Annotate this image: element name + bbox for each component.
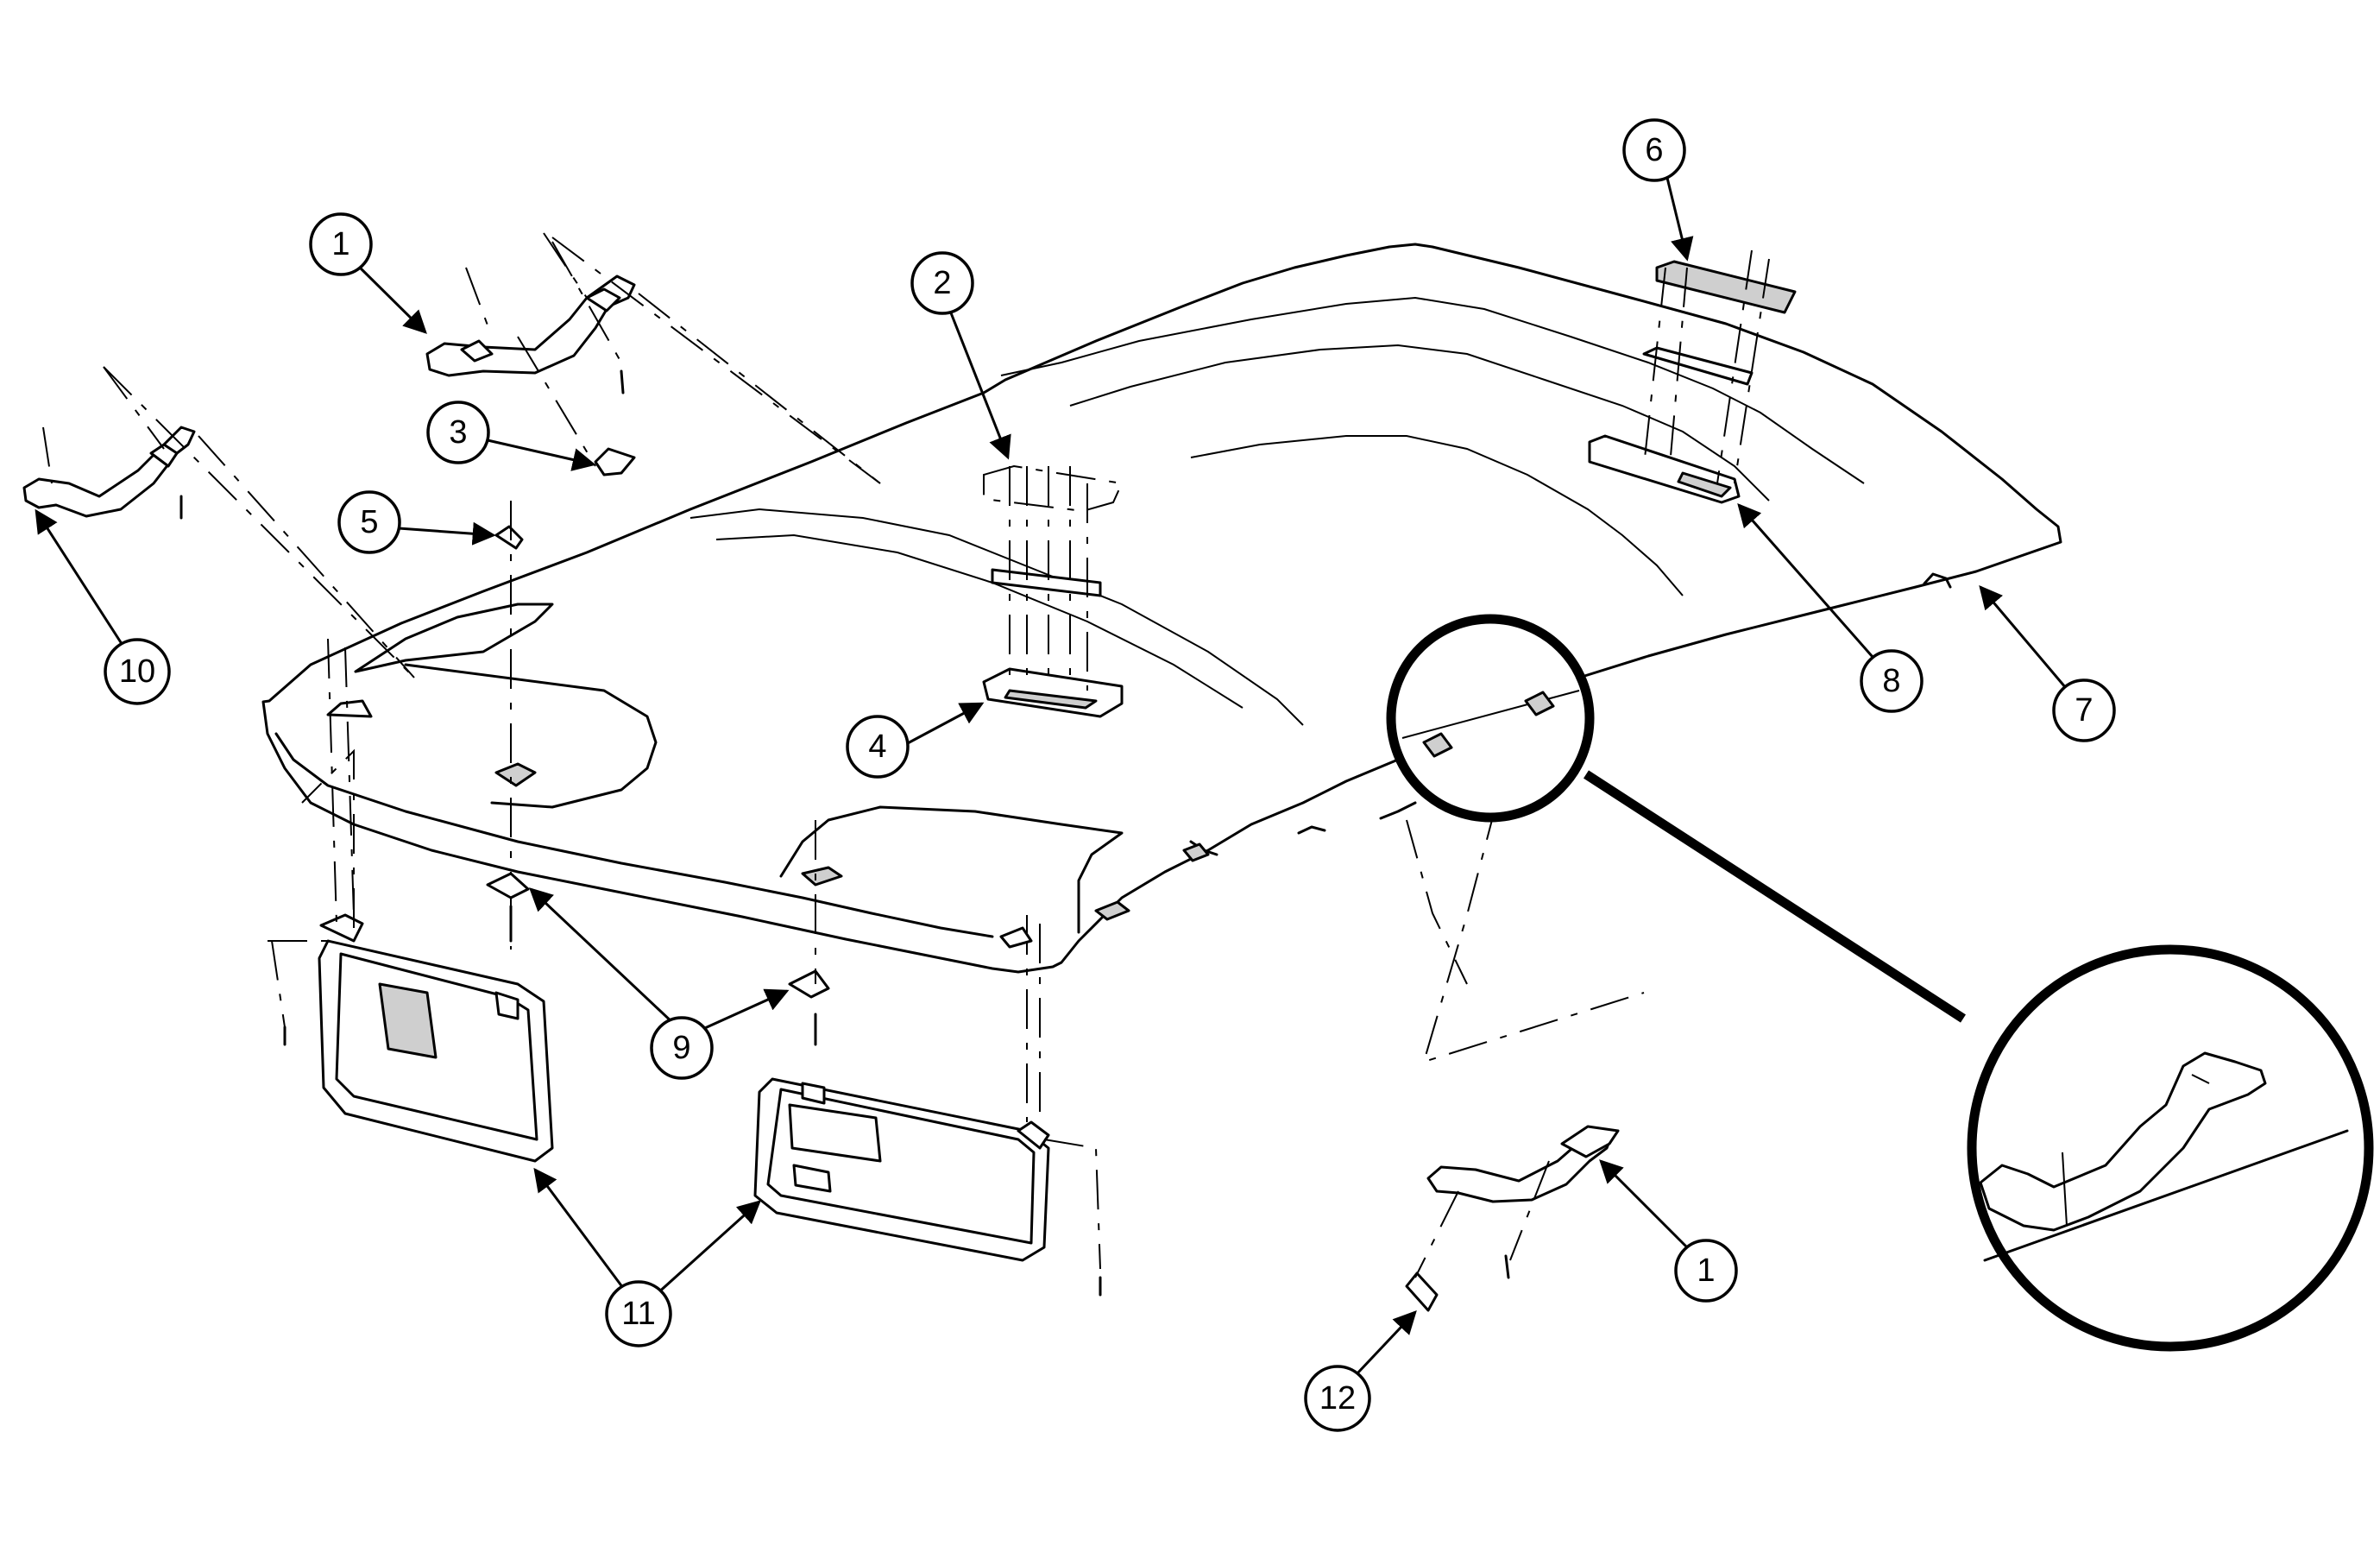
callout-label: 11 bbox=[621, 1296, 655, 1332]
callout-5: 5 bbox=[337, 490, 496, 554]
callout-9: 9 bbox=[529, 887, 790, 1080]
callout-7: 7 bbox=[1979, 584, 2116, 742]
visor-clips bbox=[486, 501, 830, 1046]
grab-handle-upper bbox=[425, 232, 881, 484]
sun-visor-right bbox=[753, 915, 1102, 1297]
callout-label: 6 bbox=[1645, 132, 1663, 168]
grab-handle-lower bbox=[1405, 664, 1645, 1312]
callout-12: 12 bbox=[1304, 1310, 1417, 1432]
grab-handle-left bbox=[22, 366, 415, 678]
callout-1-upper: 1 bbox=[309, 212, 427, 334]
callout-label: 12 bbox=[1319, 1380, 1356, 1417]
callout-label: 3 bbox=[449, 414, 467, 451]
callout-2: 2 bbox=[910, 251, 1011, 460]
detail-callout bbox=[1386, 614, 2374, 1352]
callout-4: 4 bbox=[846, 702, 985, 779]
callout-6: 6 bbox=[1622, 118, 1694, 262]
callout-3: 3 bbox=[426, 401, 596, 471]
sun-visor-left bbox=[268, 638, 554, 1163]
callout-label: 4 bbox=[868, 729, 886, 765]
callout-1-lower: 1 bbox=[1599, 1159, 1738, 1303]
rear-lamp-assembly bbox=[1588, 249, 1797, 504]
callout-label: 1 bbox=[1697, 1253, 1715, 1289]
callout-label: 5 bbox=[360, 504, 378, 540]
dome-lamp-assembly bbox=[982, 464, 1124, 718]
callout-label: 2 bbox=[933, 265, 951, 301]
callout-label: 9 bbox=[672, 1030, 690, 1066]
callout-label: 7 bbox=[2075, 692, 2093, 729]
callout-10: 10 bbox=[35, 508, 171, 705]
callout-label: 10 bbox=[119, 653, 155, 690]
callout-label: 1 bbox=[331, 226, 349, 262]
callout-8: 8 bbox=[1737, 502, 1924, 713]
callout-11: 11 bbox=[533, 1167, 762, 1347]
callout-label: 8 bbox=[1882, 663, 1900, 699]
